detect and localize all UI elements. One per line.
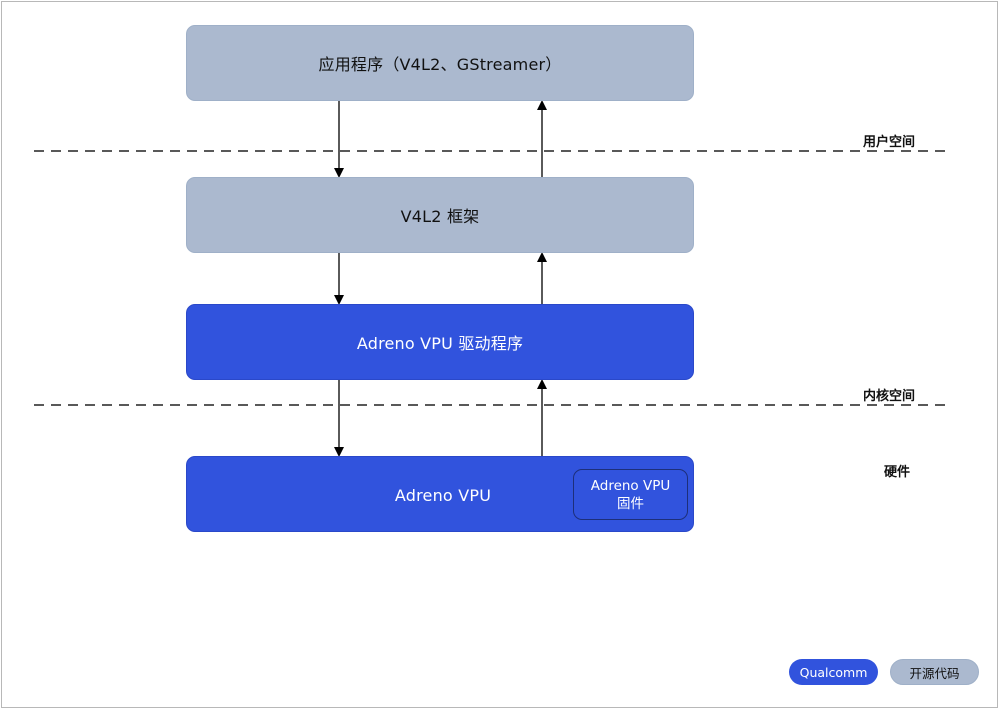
vpu-firmware-label-line2: 固件 [617,495,644,512]
vpu-hardware-label: Adreno VPU [394,485,492,505]
kernel-space-label: 内核空间 [863,389,916,404]
vpu-firmware-box: Adreno VPU 固件 [573,469,688,520]
v4l2-framework-label: V4L2 框架 [400,207,480,226]
hardware-layer-label: 硬件 [884,465,911,480]
legend-qualcomm: Qualcomm [789,659,878,685]
legend-open-source: 开源代码 [890,659,979,685]
application-box: 应用程序（V4L2、GStreamer） [186,25,694,101]
vpu-firmware-label-line1: Adreno VPU [590,477,671,494]
v4l2-framework-box: V4L2 框架 [186,177,694,253]
application-label: 应用程序（V4L2、GStreamer） [318,55,562,74]
user-space-label: 用户空间 [863,135,916,150]
vpu-driver-label: Adreno VPU 驱动程序 [356,334,524,353]
vpu-driver-box: Adreno VPU 驱动程序 [186,304,694,380]
